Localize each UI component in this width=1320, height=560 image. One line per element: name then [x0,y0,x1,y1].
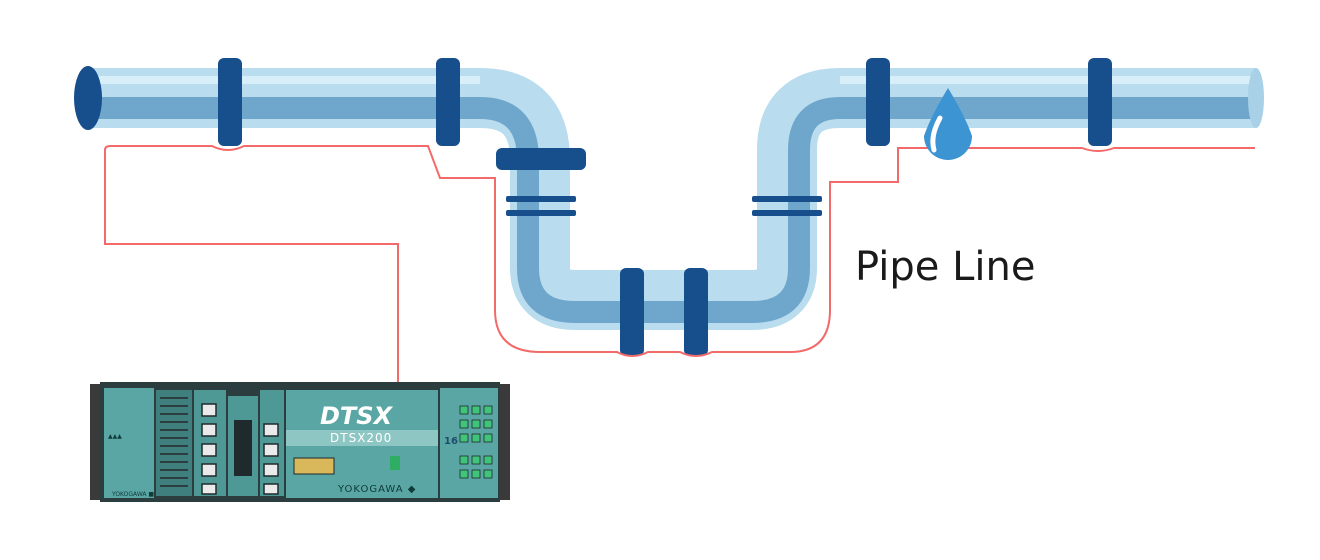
pipe-open-end [74,66,102,130]
pipe-line-label: Pipe Line [855,244,1035,290]
water-drop-icon [924,88,972,160]
ethernet-port [263,423,279,437]
io-led [471,433,481,443]
io-led [483,405,493,415]
io-led [471,455,481,465]
io-led [471,469,481,479]
flange [436,58,460,146]
io-led [471,419,481,429]
flange [506,196,576,202]
io-led [459,433,469,443]
io-led [459,405,469,415]
svg-text:▲▲▲: ▲▲▲ [108,433,122,440]
io-led [483,419,493,429]
fiber-port [390,456,400,470]
left-module-maker: YOKOGAWA ■ [111,491,154,498]
flange [620,268,644,356]
flange [218,58,242,146]
flange [1088,58,1112,146]
dtsx-unit: ▲▲▲ YOKOGAWA ■ [90,382,510,502]
sensing-fiber [104,145,1255,470]
terminal-connector [234,420,252,476]
io-led [483,433,493,443]
unit-maker: YOKOGAWA ◆ [337,484,416,495]
unit-brand: DTSX [320,402,394,430]
flange [752,196,822,202]
ethernet-port [263,463,279,477]
ethernet-port [201,443,217,457]
unit-badge: 16 [444,436,458,447]
io-led [483,469,493,479]
flange [866,58,890,146]
ethernet-port [201,483,217,495]
ethernet-port [201,423,217,437]
flange [496,148,586,170]
io-led [483,455,493,465]
io-led [459,419,469,429]
pipe-flanges [218,58,1112,356]
ethernet-port [263,443,279,457]
flange [752,210,822,216]
pipe-body [88,68,1255,330]
flange [506,210,576,216]
io-led [471,405,481,415]
io-led [459,455,469,465]
ethernet-port [201,463,217,477]
unit-model: DTSX200 [330,431,392,445]
ethernet-port [263,483,279,495]
ethernet-port [201,403,217,417]
io-led [459,469,469,479]
display-window [293,457,335,475]
pipe-right-end [1248,68,1264,128]
flange [684,268,708,356]
cpu-module [104,388,154,498]
